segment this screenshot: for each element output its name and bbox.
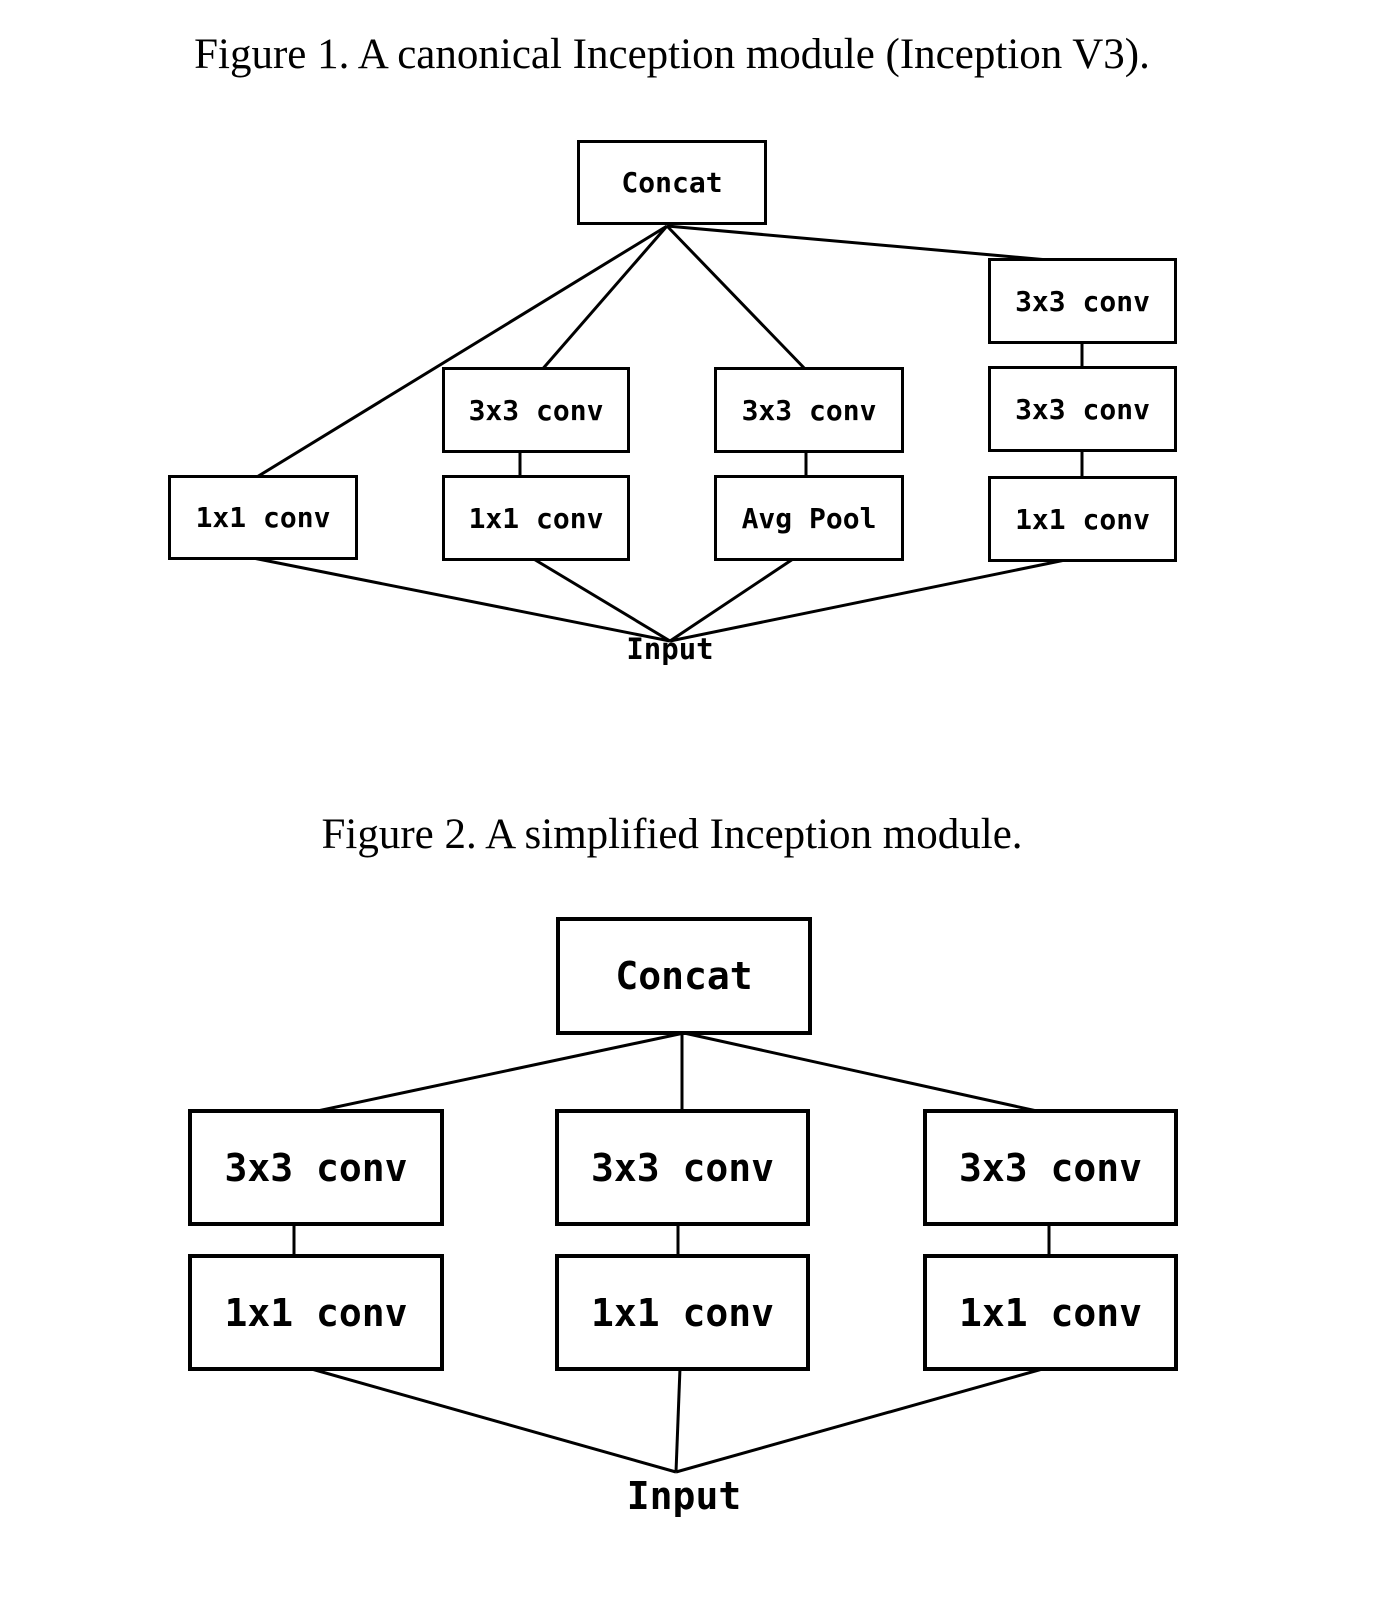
fig2-edge-branch3-input — [675, 1366, 1047, 1474]
fig1-branch4-conv1x1-box: 1x1 conv — [988, 476, 1177, 562]
figure2-caption: Figure 2. A simplified Inception module. — [321, 811, 1023, 858]
fig2-edge-branch2-input — [674, 1367, 682, 1473]
fig1-edge-branch4-input — [669, 557, 1071, 643]
fig1-edge-branch2-input — [531, 556, 671, 643]
fig2-input-label: Input — [626, 1474, 742, 1518]
fig1-branch3-conv3x3-box: 3x3 conv — [714, 367, 904, 453]
fig1-edge-concat-branch4 — [666, 224, 1083, 265]
fig2-edge-concat-branch3 — [683, 1031, 1047, 1115]
fig1-edge-concat-branch1 — [251, 224, 668, 482]
fig2-branch2-conv3x3-box: 3x3 conv — [555, 1109, 810, 1226]
figure1-caption: Figure 1. A canonical Inception module (… — [194, 31, 1150, 78]
fig1-edge-concat-branch2 — [538, 225, 669, 373]
fig1-edge-branch3-input — [669, 557, 794, 643]
fig2-branch3-conv3x3-box: 3x3 conv — [923, 1109, 1178, 1226]
fig1-edge-branch1-input — [252, 556, 671, 643]
fig1-branch4-conv3x3-mid-box: 3x3 conv — [988, 366, 1177, 452]
fig1-branch1-conv1x1-box: 1x1 conv — [168, 475, 358, 560]
fig2-branch2-conv1x1-box: 1x1 conv — [555, 1254, 810, 1371]
fig1-input-label: Input — [626, 632, 714, 666]
fig2-concat-box: Concat — [556, 917, 812, 1035]
fig2-edge-concat-branch1 — [307, 1031, 685, 1115]
fig2-branch1-conv3x3-box: 3x3 conv — [188, 1109, 444, 1226]
fig1-branch3-avgpool-box: Avg Pool — [714, 475, 904, 561]
fig1-branch4-conv3x3-top-box: 3x3 conv — [988, 258, 1177, 344]
fig1-concat-box: Concat — [577, 140, 767, 225]
fig1-branch2-conv1x1-box: 1x1 conv — [442, 475, 630, 561]
fig2-branch3-conv1x1-box: 1x1 conv — [923, 1254, 1178, 1371]
fig1-branch2-conv3x3-box: 3x3 conv — [442, 367, 630, 453]
fig2-edge-branch1-input — [307, 1366, 677, 1474]
fig2-branch1-conv1x1-box: 1x1 conv — [188, 1254, 444, 1371]
fig1-edge-concat-branch3 — [665, 224, 810, 374]
